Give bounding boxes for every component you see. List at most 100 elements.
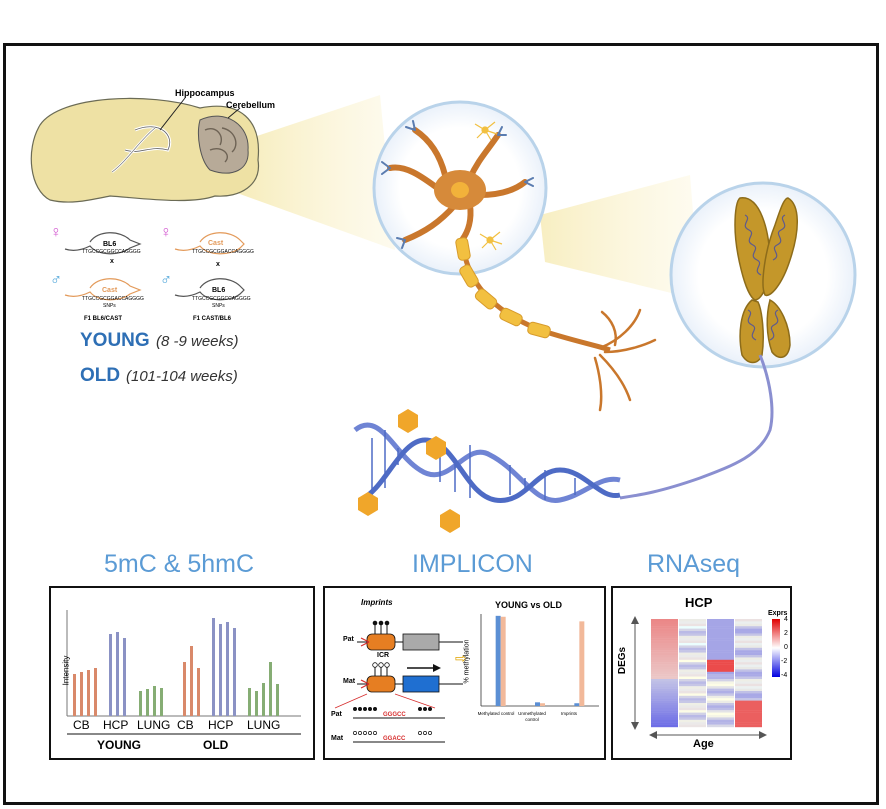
bar-2-series-0	[574, 703, 580, 706]
legend-tick-0: 0	[784, 644, 788, 651]
heatmap-cell	[707, 715, 734, 718]
heatmap-cell	[679, 669, 706, 672]
mat-label: Mat	[343, 678, 356, 685]
heatmap-cell	[651, 717, 678, 720]
heatmap-cell	[735, 621, 762, 624]
seq-left-bottom: TTGCCGCGGACCAGGGG	[82, 296, 144, 302]
heatmap-cell	[679, 717, 706, 720]
heatmap-cell	[651, 707, 678, 711]
heatmap-cell	[679, 631, 706, 634]
heatmap-cell	[679, 619, 706, 622]
f1-right: F1 CAST/BL6	[193, 316, 232, 322]
heatmap-cell	[735, 623, 762, 627]
heatmap-cell	[707, 674, 734, 677]
heatmap-cell	[679, 683, 706, 687]
heatmap-cell	[707, 621, 734, 624]
young-lung-bars	[139, 686, 163, 716]
arrow-icon: ⇨	[455, 650, 467, 666]
heatmap-cell	[651, 719, 678, 723]
young-cb-bars	[73, 668, 97, 716]
old-lung-bars	[248, 662, 279, 716]
female-symbol-left: ♀	[50, 224, 62, 241]
male-symbol-left: ♂	[50, 272, 62, 289]
dna-helix	[353, 422, 621, 503]
implicon-scheme-svg	[334, 620, 463, 743]
heatmap-cell	[707, 647, 734, 651]
heatmap-cell	[679, 698, 706, 701]
implicon-title: IMPLICON	[412, 550, 533, 578]
heatmap-cell	[651, 676, 678, 680]
strain-label-left-bottom: Cast	[102, 287, 118, 294]
methylation-panel: Intensity CB HCP LUNG CB HCP LUNG YOUNG …	[49, 586, 315, 760]
heatmap-cell	[679, 626, 706, 629]
heatmap-cell	[735, 643, 762, 646]
heatmap-cell	[679, 635, 706, 639]
heatmap-cell	[735, 700, 762, 704]
old-cb-bars	[183, 646, 200, 716]
legend-tick-2: 2	[784, 630, 788, 637]
heatmap-cell	[707, 626, 734, 629]
histone-hexagons	[358, 409, 460, 533]
heatmap-cell	[735, 705, 762, 708]
heatmap-cell	[651, 655, 678, 658]
heatmap-cell	[679, 710, 706, 713]
heatmap-cell	[651, 688, 678, 692]
heatmap-cell	[679, 674, 706, 677]
category-label-unmethylated: Unmethylated control	[518, 711, 546, 722]
strain-label-right-top: Cast	[208, 240, 224, 247]
heatmap-cell	[679, 664, 706, 668]
heatmap-cell	[707, 679, 734, 682]
heatmap-cell	[735, 691, 762, 694]
heatmap-cell	[707, 652, 734, 656]
heatmap-cell	[707, 659, 734, 663]
heatmap-cell	[735, 635, 762, 639]
heatmap-cell	[679, 628, 706, 632]
heatmap-cell	[651, 671, 678, 675]
illustration-svg	[30, 95, 857, 533]
heatmap-cell	[651, 633, 678, 636]
heatmap-cell	[735, 664, 762, 668]
heatmap-cell	[679, 638, 706, 641]
pat-seq-label: Pat	[331, 711, 342, 718]
mouse-bl6-bottom-right	[174, 278, 245, 301]
heatmap-cell	[679, 643, 706, 646]
heatmap-cell	[651, 667, 678, 670]
implicon-chart-svg	[480, 614, 599, 707]
young-hcp-bars	[109, 632, 126, 716]
panel-young-label: YOUNG	[97, 738, 142, 752]
heatmap-cell	[707, 703, 734, 706]
heatmap-cell	[707, 645, 734, 648]
heatmap-cell	[679, 647, 706, 651]
heatmap-cell	[735, 674, 762, 677]
bar-0-series-0	[495, 615, 501, 706]
heatmap-cell	[679, 686, 706, 689]
heatmap-cell	[735, 652, 762, 656]
cerebellum-label: Cerebellum	[226, 100, 276, 110]
male-symbol-right: ♂	[160, 272, 172, 289]
heatmap-cell	[707, 705, 734, 708]
bar-2-series-1	[579, 621, 585, 706]
old-hcp-bars	[212, 618, 236, 716]
heatmap-cell	[707, 693, 734, 696]
neuron-illustration	[381, 120, 657, 412]
group-label-old-lung: LUNG	[247, 718, 281, 732]
mouse-cast-bottom-left	[64, 278, 142, 301]
heatmap-cell	[707, 724, 734, 728]
heatmap-cell	[707, 719, 734, 723]
figure-frame	[3, 43, 879, 805]
heatmap-cell	[735, 638, 762, 641]
heatmap-cell	[707, 688, 734, 692]
heatmap-cell	[735, 640, 762, 644]
heatmap-cell	[651, 693, 678, 696]
implicon-panel: Imprints Pat Mat ICR Pat Mat GGGCC GGACC…	[323, 586, 606, 760]
heatmap-cell	[679, 623, 706, 627]
heatmap-cell	[735, 695, 762, 699]
heatmap-cell	[651, 659, 678, 663]
seq-right-top: TTGCCGCGGACCAGGGG	[192, 249, 254, 255]
heatmap-cell	[679, 662, 706, 665]
heatmap-cell	[679, 655, 706, 658]
heatmap-cell	[735, 662, 762, 665]
seq-right-bottom: TTGCCGCGGCCAGGGG	[192, 296, 251, 302]
panel-old-label: OLD	[203, 738, 229, 752]
heatmap-cell	[679, 652, 706, 656]
